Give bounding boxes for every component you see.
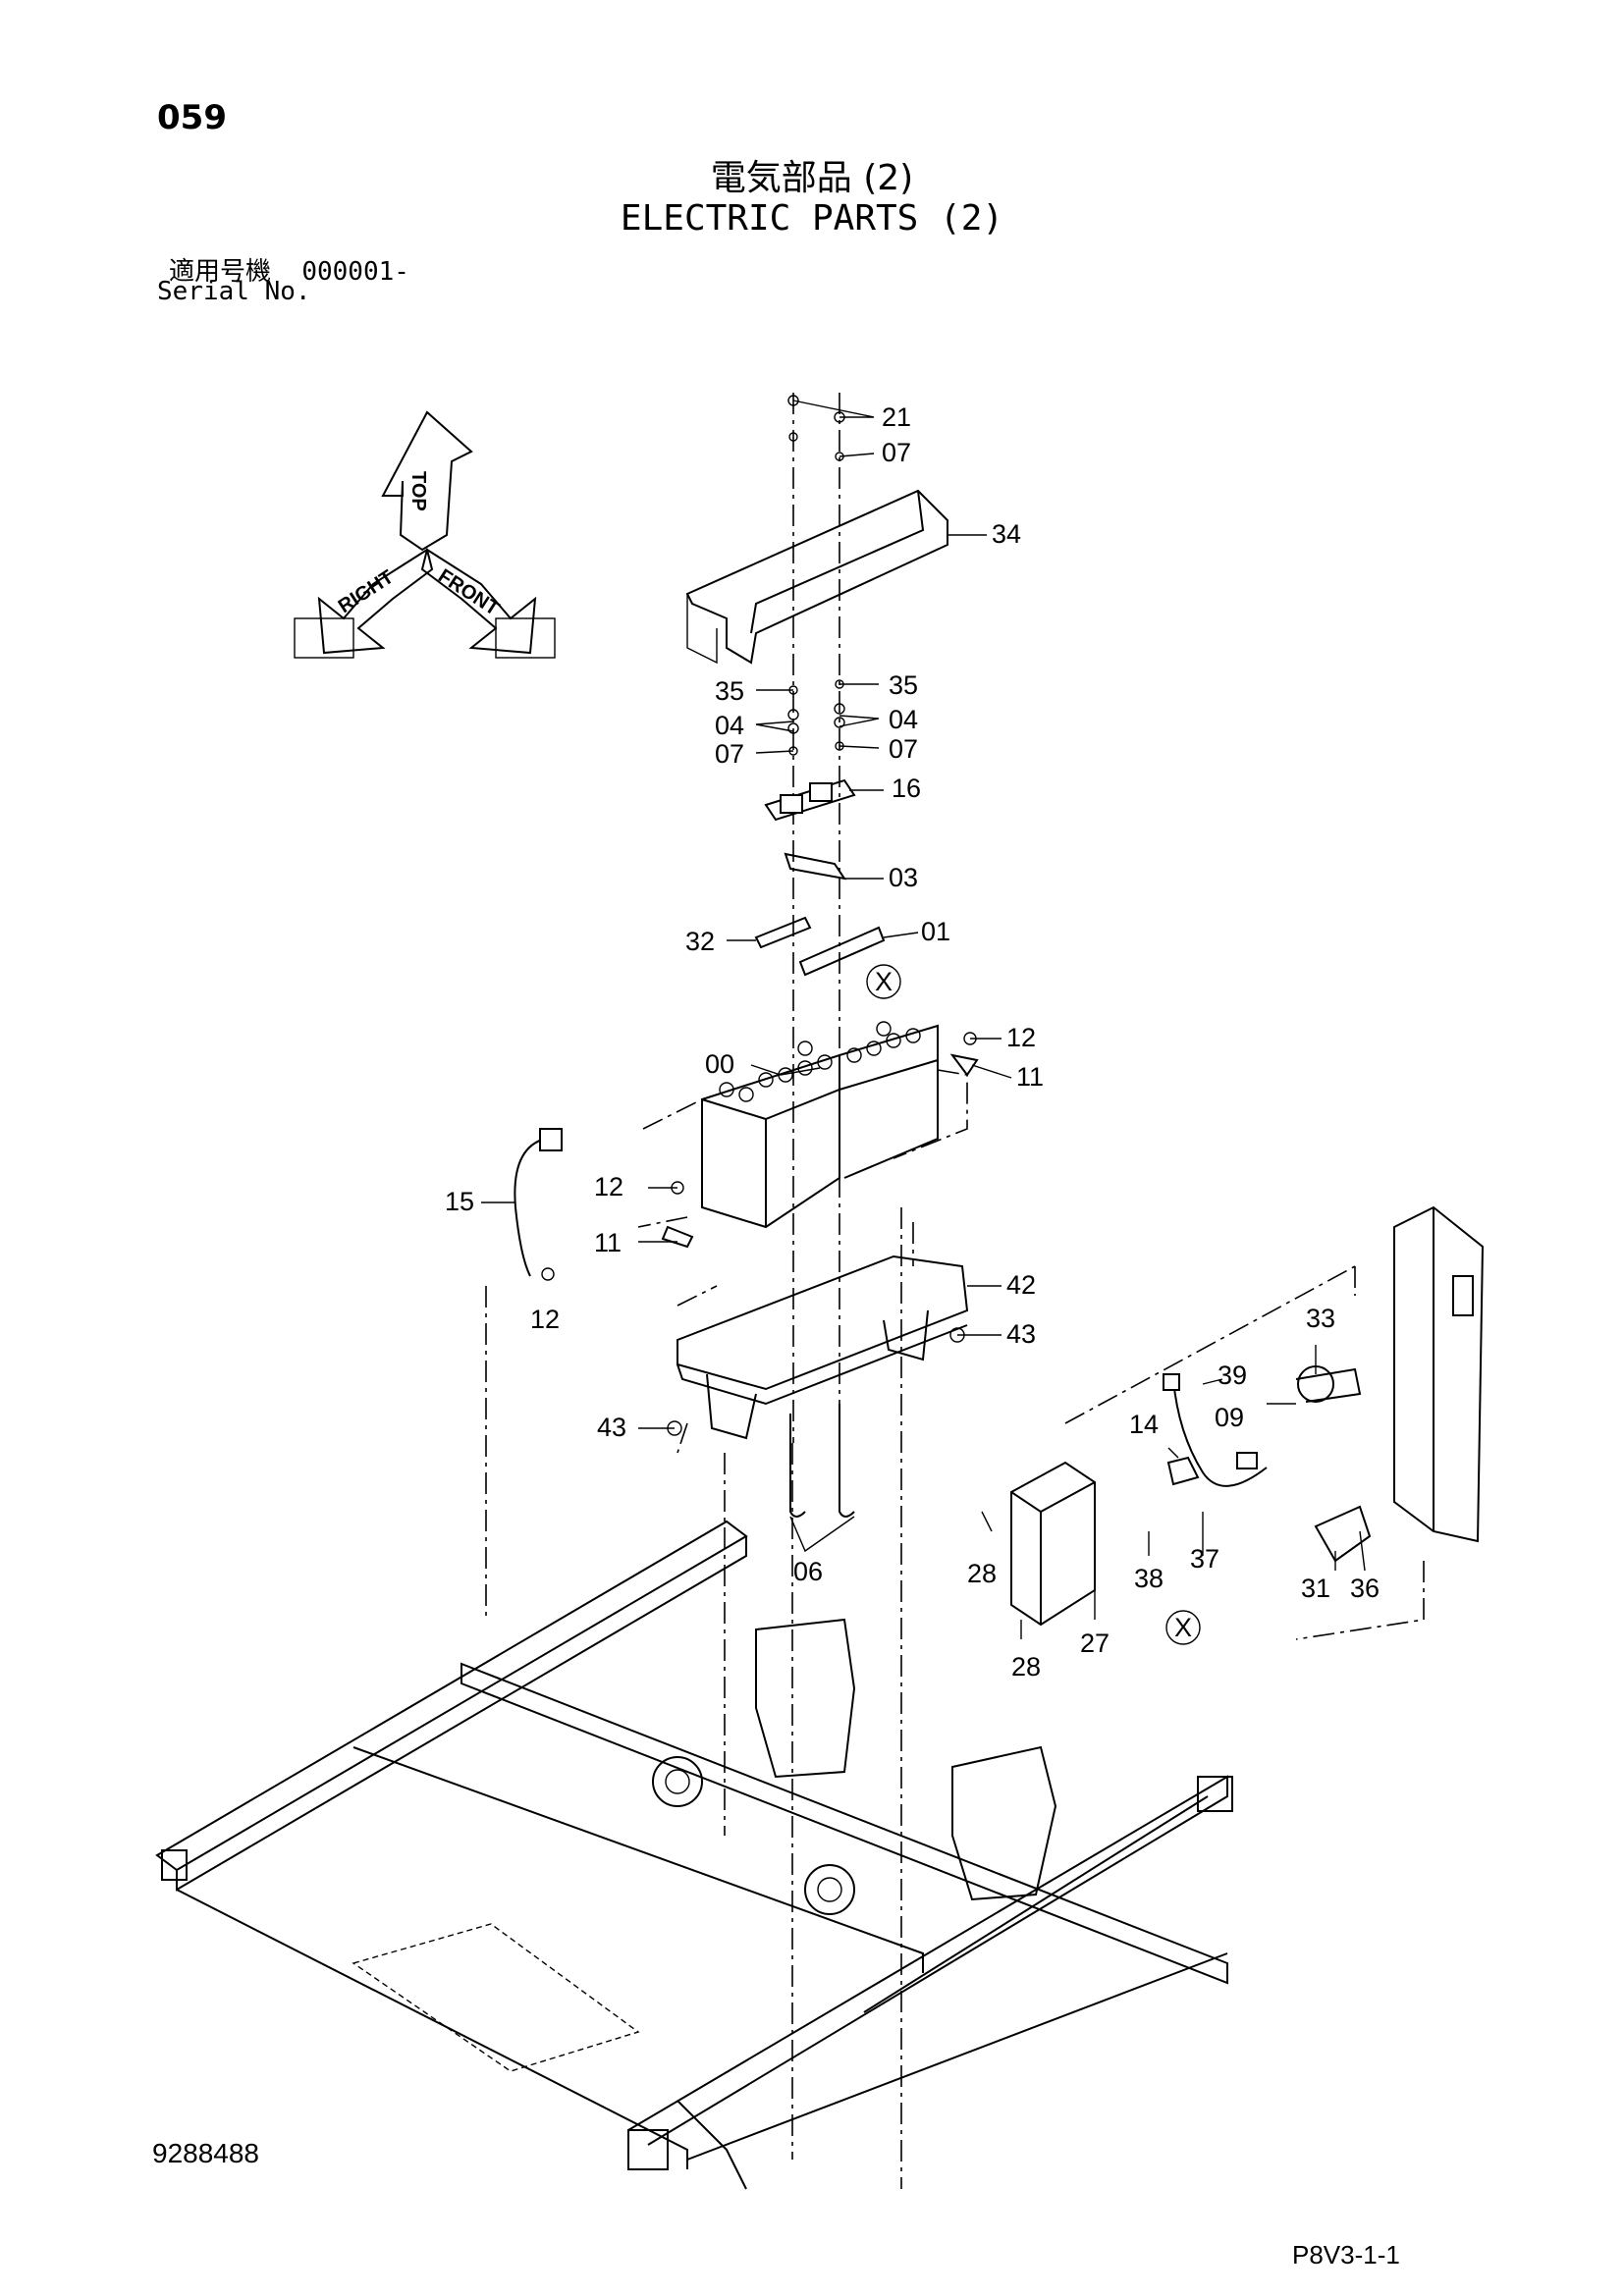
orientation-front-label: FRONT [434, 565, 503, 620]
callout-32: 32 [685, 927, 715, 956]
plate-03 [784, 852, 847, 881]
cable-15 [514, 1128, 563, 1277]
callout-03: 03 [889, 863, 918, 892]
batteries [701, 1021, 939, 1229]
callout-38: 38 [1134, 1564, 1164, 1593]
hardware-stack [787, 679, 845, 756]
serial-label-english: Serial No. [157, 277, 311, 306]
callout-33: 33 [1306, 1304, 1335, 1333]
callout-28-bottom: 28 [1011, 1652, 1041, 1682]
callout-15: 15 [445, 1187, 474, 1216]
battery-tray [677, 1255, 969, 1440]
callout-11-mid: 11 [594, 1228, 622, 1257]
callout-labels: 21 07 34 35 35 04 04 07 07 16 03 32 01 X… [445, 402, 1380, 1682]
callout-12-bottom: 12 [530, 1305, 560, 1334]
callout-35-left: 35 [715, 676, 744, 706]
base-frame [155, 1520, 1233, 2190]
callout-07-left: 07 [715, 739, 744, 769]
callout-37: 37 [1190, 1544, 1219, 1574]
harness-39 [1163, 1373, 1268, 1487]
page-number: 059 [157, 98, 227, 137]
page-title-japanese: 電気部品 (2) [710, 158, 914, 198]
bar-01 [798, 926, 886, 977]
sheet-code: P8V3-1-1 [1292, 2240, 1400, 2269]
serial-value: 000001- [301, 257, 409, 287]
callout-07-top: 07 [882, 438, 911, 467]
callout-16: 16 [892, 774, 921, 803]
switch-31 [1314, 1505, 1372, 1563]
callout-01: 01 [921, 917, 950, 946]
callout-43-right: 43 [1006, 1319, 1036, 1349]
callout-06: 06 [793, 1557, 823, 1586]
drawing-number: 9288488 [152, 2138, 260, 2168]
serial-label-japanese: 適用号機 [169, 257, 272, 287]
callout-21: 21 [882, 402, 911, 432]
callout-x-top: X [875, 967, 893, 996]
battery-hold-bracket [764, 778, 856, 822]
leader-lines [481, 400, 1366, 1639]
orientation-top-label: TOP [407, 471, 429, 511]
callout-39: 39 [1218, 1361, 1247, 1390]
relay-box [1010, 1461, 1096, 1627]
callout-27: 27 [1080, 1629, 1110, 1658]
horn-33 [1295, 1365, 1362, 1403]
callout-28-top: 28 [967, 1559, 997, 1588]
callout-00: 00 [705, 1049, 734, 1079]
battery-cover [685, 489, 948, 665]
callout-31: 31 [1301, 1574, 1330, 1603]
orientation-indicator: TOP RIGHT FRONT [294, 410, 556, 659]
bar-32 [754, 916, 812, 949]
callout-x-bottom: X [1174, 1613, 1192, 1642]
callout-04-left: 04 [715, 711, 744, 740]
callout-12-mid: 12 [594, 1172, 623, 1201]
callout-36: 36 [1350, 1574, 1380, 1603]
rods-06 [789, 1404, 855, 1518]
callout-34: 34 [992, 519, 1021, 549]
callout-35-right: 35 [889, 670, 918, 700]
callout-12-top: 12 [1006, 1023, 1036, 1052]
callout-11-top: 11 [1016, 1062, 1044, 1092]
callout-43-left: 43 [597, 1413, 626, 1442]
callout-07-right: 07 [889, 734, 918, 764]
callout-09: 09 [1215, 1403, 1244, 1432]
frame-panel [1393, 1205, 1485, 1543]
callout-04-right: 04 [889, 705, 918, 734]
callout-42: 42 [1006, 1270, 1036, 1300]
callout-14: 14 [1129, 1410, 1159, 1439]
page-title-english: ELECTRIC PARTS (2) [620, 198, 1004, 239]
orientation-right-label: RIGHT [335, 566, 398, 617]
serial-line-japanese: 適用号機 000001- [169, 251, 409, 288]
